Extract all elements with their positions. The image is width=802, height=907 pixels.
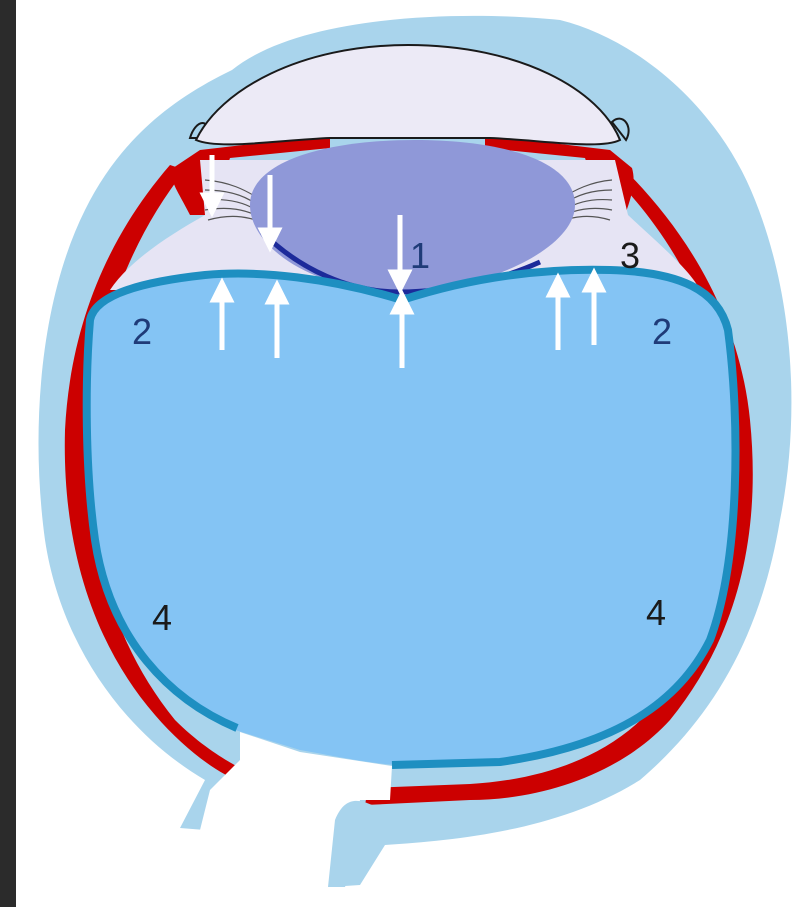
label-zonule: 3 bbox=[620, 235, 640, 276]
vitreous-body bbox=[87, 270, 736, 765]
left-frame bbox=[0, 0, 16, 907]
label-retina-right: 4 bbox=[646, 592, 666, 633]
label-retina-left: 4 bbox=[152, 597, 172, 638]
label-lens: 1 bbox=[410, 235, 430, 276]
label-vitreous-left: 2 bbox=[132, 311, 152, 352]
label-vitreous-right: 2 bbox=[652, 311, 672, 352]
